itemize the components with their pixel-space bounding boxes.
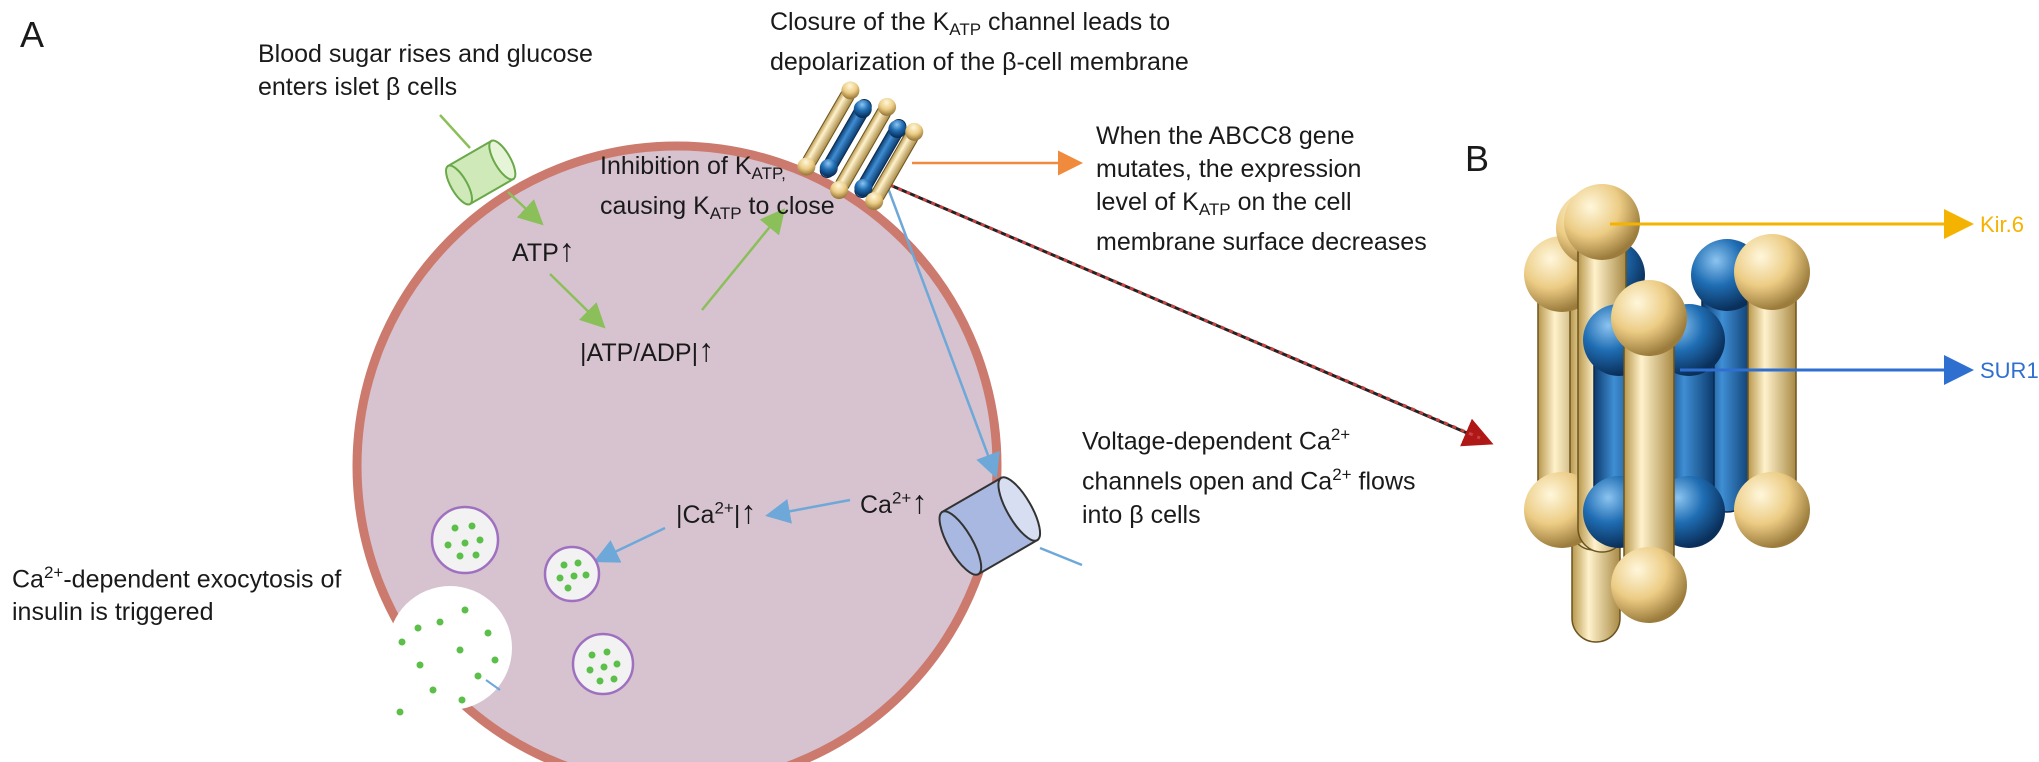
- katp-channel-small-icon: [797, 81, 924, 211]
- calcium-label: Ca2+↑: [860, 484, 928, 520]
- vesicle: [571, 632, 635, 696]
- closure-text: Closure of the KATP channel leads to dep…: [770, 8, 1189, 77]
- blood-sugar-text: Blood sugar rises and glucose enters isl…: [258, 40, 593, 101]
- kir-label: Kir.6: [1980, 212, 2025, 237]
- inhibition-text: Inhibition of KATP, causing KATP to clos…: [600, 152, 835, 224]
- exocytosis-opening: [388, 586, 512, 716]
- sur-label: SUR1: [1980, 358, 2039, 383]
- atp-adp-ratio-label: |ATP/ADP|↑: [580, 332, 715, 368]
- panel-label-b: B: [1465, 138, 1490, 179]
- arrow-atp-to-ratio: [549, 273, 606, 329]
- katp-channel-large-icon: [1524, 184, 1810, 643]
- voltage-channel-text: Voltage-dependent Ca2+ channels open and…: [1082, 425, 1416, 529]
- exocytosis-text: Ca2+-dependent exocytosis of insulin is …: [12, 563, 342, 627]
- glucose-transporter-icon: [439, 114, 544, 226]
- arrow-intracellular-to-vesicle: [593, 526, 666, 563]
- mutation-text: When the ABCC8 gene mutates, the express…: [1096, 122, 1427, 257]
- panel-label-a: A: [20, 14, 45, 55]
- arrow-ca-to-intracellular: [765, 498, 851, 524]
- calcium-channel-icon: [938, 476, 1083, 576]
- atp-label: ATP↑: [512, 232, 575, 268]
- vesicle: [543, 545, 601, 603]
- vesicle: [430, 505, 500, 575]
- arrow-ratio-to-katp: [701, 208, 786, 311]
- intracellular-calcium-label: |Ca2+|↑: [676, 494, 757, 530]
- arrow-katp-to-ca-channel: [886, 187, 1000, 479]
